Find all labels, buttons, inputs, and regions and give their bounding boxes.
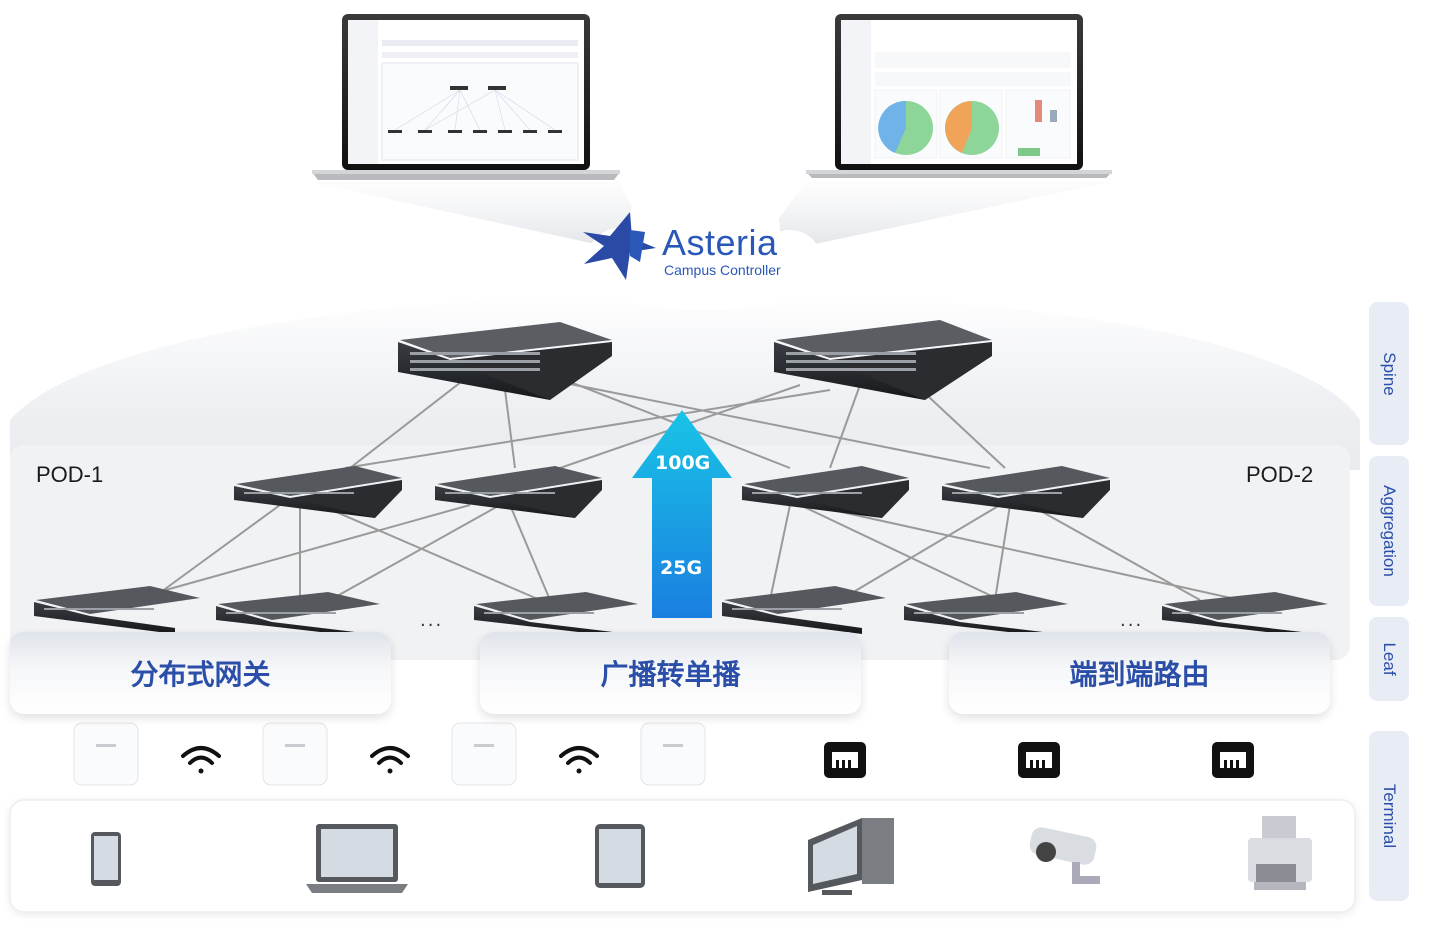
tablet-icon — [595, 824, 645, 888]
spine-switch-1 — [398, 322, 612, 400]
bandwidth-arrow — [632, 410, 732, 618]
feature-end-to-end-routing: 端到端路由 — [949, 632, 1330, 714]
dome-background — [10, 292, 1360, 470]
wifi-icons — [181, 746, 599, 774]
terminal-area — [9, 799, 1356, 913]
leaf-ellipsis-pod2: ... — [1120, 610, 1144, 631]
aggregation-switches — [234, 466, 1110, 518]
layer-spine-label: Spine — [1380, 351, 1399, 396]
laptop-topology-view — [312, 14, 620, 180]
laptop-dashboard-view — [806, 14, 1112, 178]
asteria-star-icon — [583, 212, 656, 280]
layer-spine: Spine — [1369, 302, 1409, 445]
phone-icon — [91, 832, 121, 886]
pod-1-label: POD-1 — [36, 462, 104, 487]
beam-left — [310, 182, 650, 245]
layer-aggregation-label: Aggregation — [1380, 485, 1399, 577]
pod-2-label: POD-2 — [1246, 462, 1314, 487]
layer-terminal: Terminal — [1369, 731, 1409, 901]
feature-distributed-gateway: 分布式网关 — [10, 632, 391, 714]
layer-leaf: Leaf — [1369, 617, 1409, 701]
layer-aggregation: Aggregation — [1369, 456, 1409, 606]
laptop-icon — [306, 824, 408, 893]
logo-subtitle: Campus Controller — [664, 262, 781, 278]
ethernet-port-icons — [824, 742, 1254, 778]
leaf-switches — [34, 586, 1328, 636]
layer-terminal-label: Terminal — [1380, 783, 1399, 849]
camera-icon — [1029, 827, 1100, 884]
bandwidth-100g-label: 100G — [655, 452, 711, 474]
spine-switch-2 — [774, 320, 992, 400]
printer-icon — [1248, 816, 1312, 890]
leaf-ellipsis-pod1: ... — [420, 610, 444, 631]
feature-broadcast-to-unicast: 广播转单播 — [480, 632, 861, 714]
beam-right — [760, 182, 1110, 245]
desktop-pc-icon — [808, 818, 894, 895]
logo-title: Asteria — [662, 222, 778, 263]
bandwidth-25g-label: 25G — [660, 557, 703, 579]
access-point-icons — [73, 722, 706, 786]
layer-leaf-label: Leaf — [1380, 642, 1399, 676]
